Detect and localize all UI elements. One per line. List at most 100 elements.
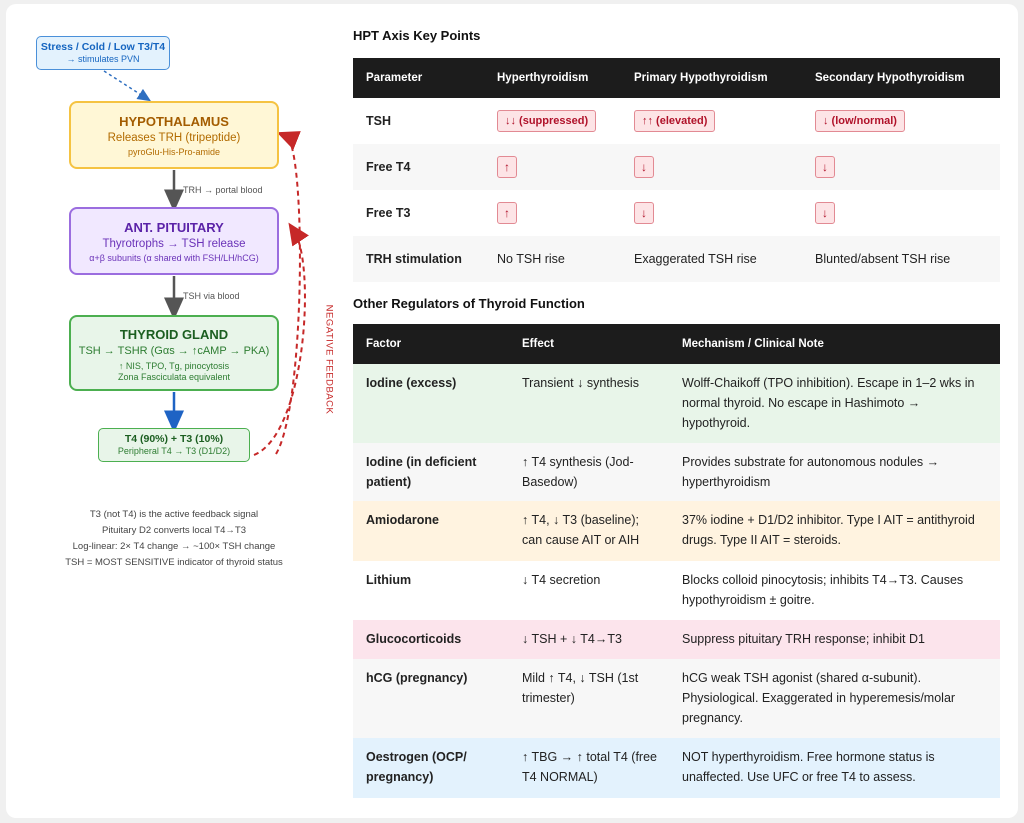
note-cell: Blocks colloid pinocytosis; inhibits T4→… [669,561,1000,620]
hpt-table-title: HPT Axis Key Points [353,28,481,43]
thyroid-subtitle: TSH → TSHR (Gαs → ↑cAMP → PKA) [78,345,270,357]
secondary-cell: ↓ [802,190,1000,236]
trh-edge-label: TRH → portal blood [183,185,263,195]
table-row: hCG (pregnancy) Mild ↑ T4, ↓ TSH (1st tr… [353,659,1000,738]
column-header: Hyperthyroidism [484,58,621,98]
primary-cell: ↑↑ (elevated) [621,98,802,144]
effect-cell: Mild ↑ T4, ↓ TSH (1st trimester) [509,659,669,738]
hpt-axis-table: Parameter Hyperthyroidism Primary Hypoth… [353,58,1000,282]
hyper-cell: ↑ [484,190,621,236]
secondary-cell: ↓ (low/normal) [802,98,1000,144]
thyroid-node: THYROID GLAND TSH → TSHR (Gαs → ↑cAMP → … [69,315,279,391]
table-row: Free T3 ↑ ↓ ↓ [353,190,1000,236]
hyper-cell: ↑ [484,144,621,190]
param-cell: Free T3 [353,190,484,236]
primary-cell: Exaggerated TSH rise [621,236,802,282]
hyper-cell: No TSH rise [484,236,621,282]
table-header-row: Parameter Hyperthyroidism Primary Hypoth… [353,58,1000,98]
factor-cell: Oestrogen (OCP/ pregnancy) [353,738,509,798]
note-cell: Suppress pituitary TRH response; inhibit… [669,620,1000,659]
column-header: Mechanism / Clinical Note [669,324,1000,364]
factor-cell: Glucocorticoids [353,620,509,659]
column-header: Secondary Hypothyroidism [802,58,1000,98]
hypothalamus-title: HYPOTHALAMUS [119,114,229,129]
regulators-table: Factor Effect Mechanism / Clinical Note … [353,324,1000,798]
value-badge: ↓ [634,156,654,178]
value-badge: ↑ [497,202,517,224]
param-cell: TRH stimulation [353,236,484,282]
hpt-axis-diagram: Stress / Cold / Low T3/T4 → stimulates P… [6,4,346,818]
table-row: Free T4 ↑ ↓ ↓ [353,144,1000,190]
value-badge: ↓ (low/normal) [815,110,905,132]
table-header-row: Factor Effect Mechanism / Clinical Note [353,324,1000,364]
value-badge: ↓ [815,156,835,178]
effect-cell: ↓ TSH + ↓ T4→T3 [509,620,669,659]
column-header: Effect [509,324,669,364]
secondary-cell: Blunted/absent TSH rise [802,236,1000,282]
note-line: T3 (not T4) is the active feedback signa… [89,509,259,520]
hypothalamus-detail: pyroGlu-His-Pro-amide [127,147,221,157]
factor-cell: Iodine (excess) [353,364,509,443]
value-badge: ↓ [634,202,654,224]
pituitary-detail: α+β subunits (α shared with FSH/LH/hCG) [89,253,259,263]
output-title: T4 (90%) + T3 (10%) [124,433,224,445]
pituitary-node: ANT. PITUITARY Thyrotrophs → TSH release… [69,207,279,275]
column-header: Primary Hypothyroidism [621,58,802,98]
note-cell: Wolff-Chaikoff (TPO inhibition). Escape … [669,364,1000,443]
tsh-edge-label: TSH via blood [183,291,240,301]
note-line: TSH = MOST SENSITIVE indicator of thyroi… [65,557,283,568]
table-row: TRH stimulation No TSH rise Exaggerated … [353,236,1000,282]
table-row: TSH ↓↓ (suppressed) ↑↑ (elevated) ↓ (low… [353,98,1000,144]
diagram-connectors [103,70,309,456]
column-header: Factor [353,324,509,364]
feedback-to-pituitary-arrow [253,222,309,456]
thyroid-detail-2: Zona Fasciculata equivalent [117,372,231,382]
stress-subtitle: → stimulates PVN [66,54,140,64]
output-detail: Peripheral T4 → T3 (D1/D2) [117,446,231,456]
note-cell: 37% iodine + D1/D2 inhibitor. Type I AIT… [669,501,1000,561]
page: Stress / Cold / Low T3/T4 → stimulates P… [6,4,1018,818]
regulators-table-title: Other Regulators of Thyroid Function [353,296,585,311]
stress-stimulus-node: Stress / Cold / Low T3/T4 → stimulates P… [36,36,170,70]
feedback-to-hypothalamus-arrow [275,131,301,455]
table-row: Iodine (in deficient patient) ↑ T4 synth… [353,443,1000,501]
table-row: Amiodarone ↑ T4, ↓ T3 (baseline); can ca… [353,501,1000,561]
value-badge: ↑ [497,156,517,178]
effect-cell: ↑ T4, ↓ T3 (baseline); can cause AIT or … [509,501,669,561]
note-line: Log-linear: 2× T4 change → ~100× TSH cha… [72,541,276,552]
effect-cell: Transient ↓ synthesis [509,364,669,443]
diagram-notes: T3 (not T4) is the active feedback signa… [26,507,322,571]
param-cell: TSH [353,98,484,144]
note-cell: NOT hyperthyroidism. Free hormone status… [669,738,1000,798]
value-badge: ↓ [815,202,835,224]
pituitary-subtitle: Thyrotrophs → TSH release [102,238,246,250]
effect-cell: ↑ T4 synthesis (Jod-Basedow) [509,443,669,501]
thyroid-title: THYROID GLAND [119,327,229,342]
table-row: Iodine (excess) Transient ↓ synthesis Wo… [353,364,1000,443]
table-row: Lithium ↓ T4 secretion Blocks colloid pi… [353,561,1000,620]
value-badge: ↑↑ (elevated) [634,110,716,132]
hypothalamus-node: HYPOTHALAMUS Releases TRH (tripeptide) p… [69,101,279,169]
table-row: Glucocorticoids ↓ TSH + ↓ T4→T3 Suppress… [353,620,1000,659]
pituitary-title: ANT. PITUITARY [124,220,224,235]
hyper-cell: ↓↓ (suppressed) [484,98,621,144]
effect-cell: ↑ TBG → ↑ total T4 (free T4 NORMAL) [509,738,669,798]
factor-cell: Amiodarone [353,501,509,561]
secondary-cell: ↓ [802,144,1000,190]
column-header: Parameter [353,58,484,98]
stress-to-hypothalamus-arrow [103,70,152,102]
factor-cell: hCG (pregnancy) [353,659,509,738]
param-cell: Free T4 [353,144,484,190]
note-line: Pituitary D2 converts local T4→T3 [102,525,246,536]
factor-cell: Iodine (in deficient patient) [353,443,509,501]
negative-feedback-label: NEGATIVE FEEDBACK [323,304,335,415]
primary-cell: ↓ [621,144,802,190]
thyroid-detail: ↑ NIS, TPO, Tg, pinocytosis [118,361,230,371]
hypothalamus-subtitle: Releases TRH (tripeptide) [107,132,241,144]
note-cell: hCG weak TSH agonist (shared α-subunit).… [669,659,1000,738]
hormone-output-node: T4 (90%) + T3 (10%) Peripheral T4 → T3 (… [98,428,250,462]
primary-cell: ↓ [621,190,802,236]
note-cell: Provides substrate for autonomous nodule… [669,443,1000,501]
value-badge: ↓↓ (suppressed) [497,110,597,132]
factor-cell: Lithium [353,561,509,620]
